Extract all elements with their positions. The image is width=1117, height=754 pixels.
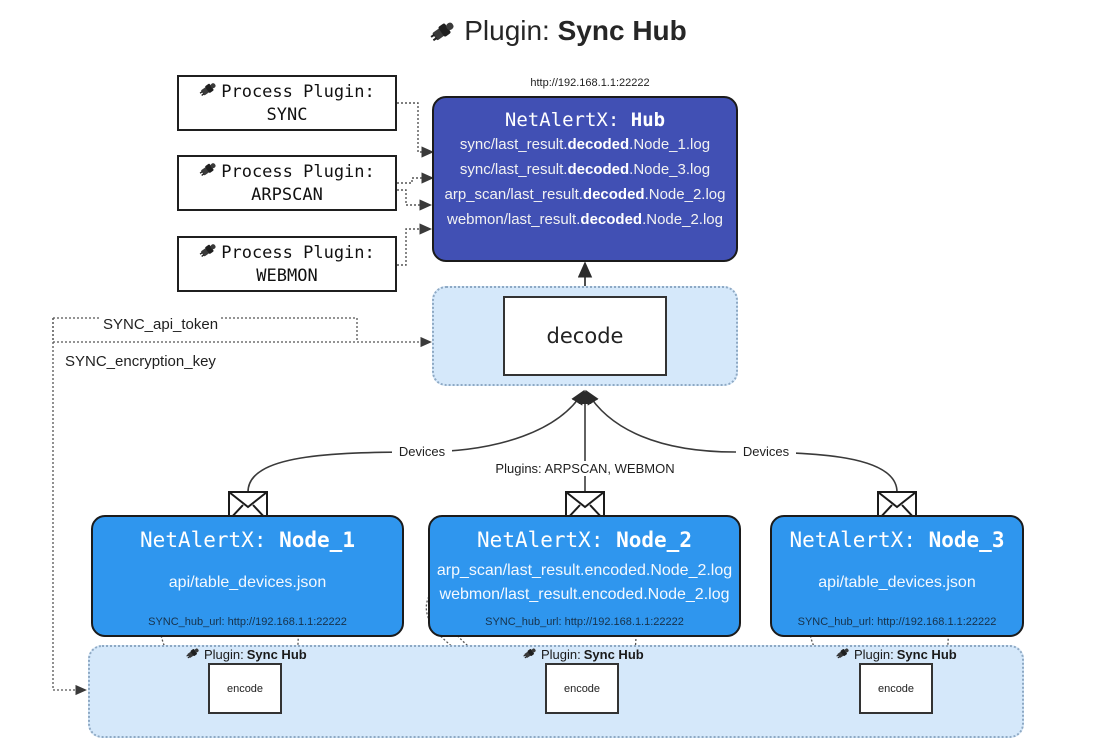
hub-title: NetAlertX: Hub <box>434 108 736 132</box>
hub-node[interactable]: NetAlertX: Hub sync/last_result.decoded.… <box>432 96 738 262</box>
hub-log-line: arp_scan/last_result.decoded.Node_2.log <box>444 186 726 203</box>
encode-box-2[interactable]: encode <box>545 663 619 714</box>
process-plugin-webmon[interactable]: Process Plugin: WEBMON <box>177 236 397 292</box>
plug-icon <box>199 80 219 104</box>
sync-api-token-label: SYNC_api_token <box>100 316 222 333</box>
plug-icon <box>430 18 458 52</box>
encode-box-1[interactable]: encode <box>208 663 282 714</box>
edge-label-devices-right: Devices <box>736 444 796 459</box>
node-title: NetAlertX: Node_1 <box>140 528 355 552</box>
decode-label: decode <box>546 324 624 348</box>
node-title: NetAlertX: Node_2 <box>477 528 692 552</box>
hub-title-prefix: NetAlertX: <box>504 109 631 131</box>
process-plugin-label: Process Plugin: <box>221 243 375 263</box>
node-1[interactable]: NetAlertX: Node_1 api/table_devices.json… <box>91 515 404 637</box>
plug-icon <box>199 241 219 265</box>
encode-label: encode <box>226 682 264 695</box>
node-log-line: arp_scan/last_result.encoded.Node_2.log <box>436 562 733 579</box>
plug-icon <box>199 160 219 184</box>
node-log-line: api/table_devices.json <box>168 574 327 591</box>
hub-url-label: http://192.168.1.1:22222 <box>530 77 650 89</box>
process-plugin-label: Process Plugin: <box>221 162 375 182</box>
process-plugin-name: ARPSCAN <box>251 185 323 205</box>
encoder-plugin-label-3: Plugin: Sync Hub <box>836 646 957 663</box>
edge-label-devices-left: Devices <box>392 444 452 459</box>
node-hub-url: SYNC_hub_url: http://192.168.1.1:22222 <box>148 616 347 628</box>
node-log-line: webmon/last_result.encoded.Node_2.log <box>439 586 730 603</box>
encode-box-3[interactable]: encode <box>859 663 933 714</box>
node-hub-url: SYNC_hub_url: http://192.168.1.1:22222 <box>485 616 684 628</box>
node-hub-url: SYNC_hub_url: http://192.168.1.1:22222 <box>797 616 997 628</box>
process-plugin-sync[interactable]: Process Plugin: SYNC <box>177 75 397 131</box>
encode-label: encode <box>563 682 601 695</box>
hub-log-line: sync/last_result.decoded.Node_1.log <box>459 136 711 153</box>
sync-encryption-key-label: SYNC_encryption_key <box>62 353 219 370</box>
encoder-plugin-label-1: Plugin: Sync Hub <box>186 646 307 663</box>
page-title: Plugin: Sync Hub <box>0 14 1117 52</box>
hub-log-line: sync/last_result.decoded.Node_3.log <box>459 161 711 178</box>
process-plugin-name: SYNC <box>266 105 308 125</box>
page-title-prefix: Plugin: <box>464 15 558 46</box>
hub-title-name: Hub <box>630 109 666 131</box>
plug-icon <box>836 646 851 663</box>
edge-label-plugins-center: Plugins: ARPSCAN, WEBMON <box>468 461 702 476</box>
process-plugin-arpscan[interactable]: Process Plugin: ARPSCAN <box>177 155 397 211</box>
process-plugin-name: WEBMON <box>256 266 318 286</box>
decode-box[interactable]: decode <box>503 296 667 376</box>
page-title-name: Sync Hub <box>557 15 687 46</box>
node-title: NetAlertX: Node_3 <box>789 528 1005 552</box>
encode-label: encode <box>877 682 915 695</box>
hub-log-line: webmon/last_result.decoded.Node_2.log <box>447 211 723 228</box>
node-2[interactable]: NetAlertX: Node_2 arp_scan/last_result.e… <box>428 515 741 637</box>
plug-icon <box>523 646 538 663</box>
node-log-line: api/table_devices.json <box>818 574 976 591</box>
plug-icon <box>186 646 201 663</box>
node-3[interactable]: NetAlertX: Node_3 api/table_devices.json… <box>770 515 1024 637</box>
encoder-plugin-label-2: Plugin: Sync Hub <box>523 646 644 663</box>
process-plugin-label: Process Plugin: <box>221 82 375 102</box>
